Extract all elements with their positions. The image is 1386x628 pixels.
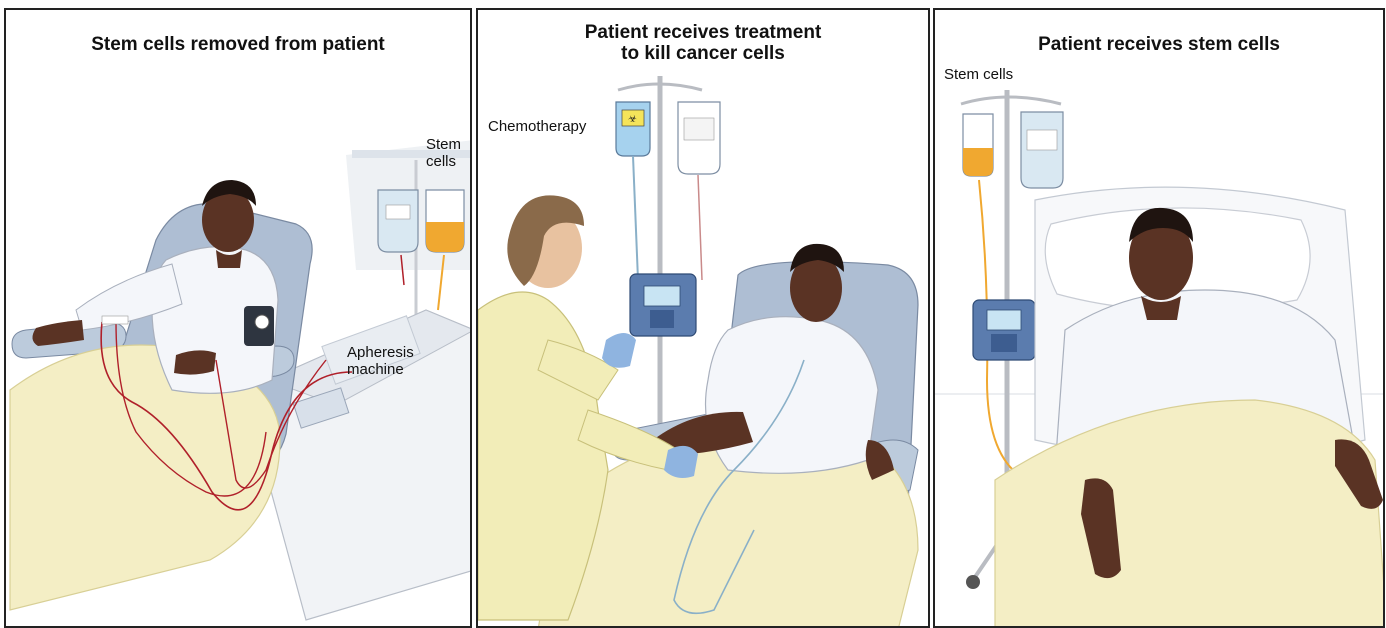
- svg-text:☣: ☣: [628, 114, 637, 125]
- stem-cell-infusion-illustration: [935, 10, 1385, 628]
- panel-chemotherapy-treatment: Patient receives treatment to kill cance…: [476, 8, 930, 628]
- chemotherapy-illustration: ☣: [478, 10, 930, 628]
- stem-cell-collection-illustration: [6, 10, 472, 628]
- stem-cells-label: Stem cells: [944, 66, 1013, 83]
- panel-stem-cell-infusion: Patient receives stem cells: [933, 8, 1385, 628]
- chemotherapy-label: Chemotherapy: [488, 118, 586, 135]
- panel-stem-cell-collection: Stem cells removed from patient: [4, 8, 472, 628]
- apheresis-machine-label: Apheresis machine: [347, 344, 414, 378]
- stem-cells-label: Stem cells: [426, 136, 461, 170]
